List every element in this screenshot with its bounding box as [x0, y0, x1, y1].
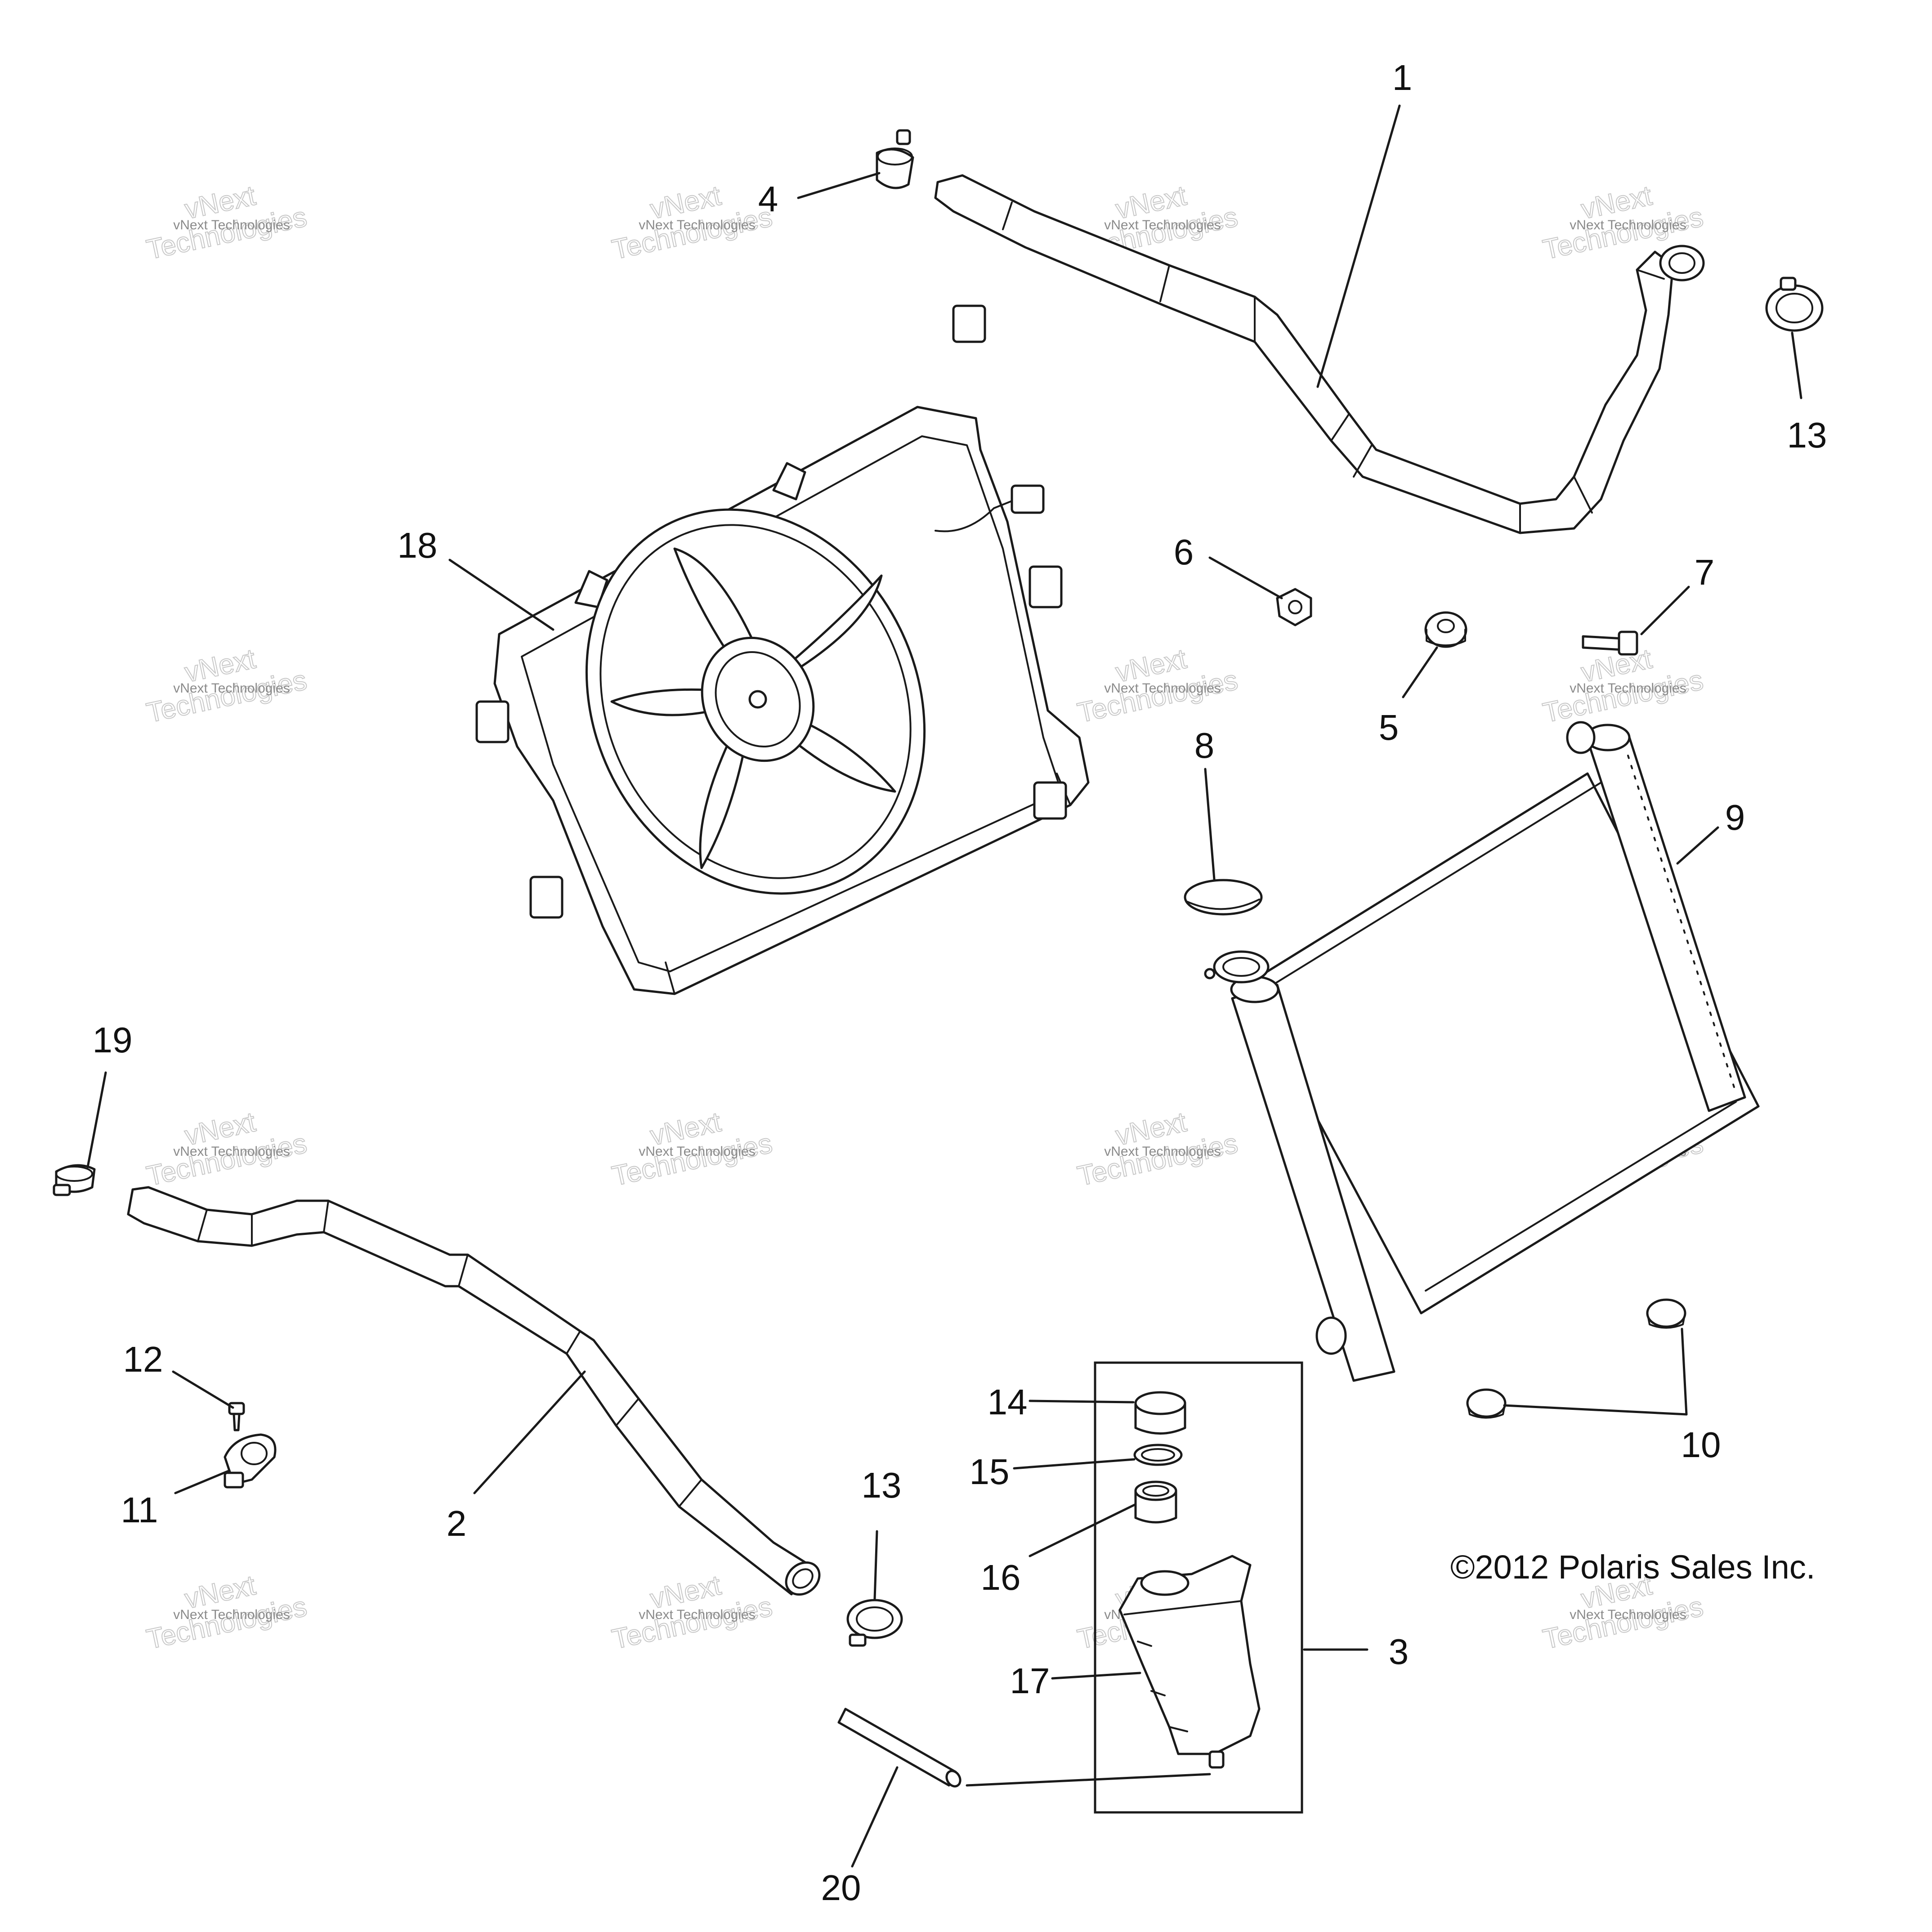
reservoir-kit-frame — [1094, 1361, 1303, 1814]
callout-20: 20 — [821, 1868, 861, 1908]
upper-coolant-hose — [934, 174, 1705, 534]
callout-6: 6 — [1174, 532, 1194, 572]
watermark-text: vNext Technologies — [1570, 1607, 1686, 1622]
callout-13-upper: 13 — [1787, 415, 1827, 455]
leader-lines — [86, 104, 1802, 1868]
o-ring-15 — [1133, 1444, 1183, 1466]
clamp-19 — [53, 1164, 96, 1196]
watermark-text: vNext Technologies — [173, 681, 290, 696]
callout-7: 7 — [1695, 552, 1715, 592]
callout-11: 11 — [121, 1490, 158, 1530]
bolt-7 — [1582, 631, 1638, 656]
callout-19: 19 — [93, 1020, 133, 1060]
watermark-text: vNext Technologies — [1104, 218, 1221, 233]
watermark-text: vNext Technologies — [639, 1144, 756, 1159]
callout-16: 16 — [981, 1557, 1021, 1597]
bushing-16 — [1134, 1480, 1177, 1524]
callout-3: 3 — [1389, 1632, 1409, 1672]
grommets-10 — [1466, 1298, 1686, 1419]
callout-13-lower: 13 — [862, 1465, 902, 1505]
p-clamp-11 — [224, 1433, 277, 1489]
reservoir-tank-17 — [1118, 1555, 1261, 1769]
hose-clamp-13-lower — [846, 1599, 903, 1647]
callout-18: 18 — [398, 525, 438, 565]
callout-17: 17 — [1010, 1661, 1050, 1701]
watermark-text: vNext Technologies — [1570, 218, 1686, 233]
radiator-9 — [1204, 721, 1760, 1382]
callout-8: 8 — [1194, 725, 1215, 765]
callout-10: 10 — [1681, 1425, 1721, 1465]
watermark-text: vNext Technologies — [639, 218, 756, 233]
watermark-text: vNext Technologies — [1104, 1144, 1221, 1159]
fan-connector-plug — [1011, 484, 1045, 514]
callout-12: 12 — [123, 1339, 163, 1379]
hose-end-opening — [1659, 245, 1705, 282]
callout-14: 14 — [988, 1382, 1028, 1422]
callout-15: 15 — [970, 1452, 1010, 1492]
callout-2: 2 — [447, 1503, 467, 1543]
nut-6 — [1276, 588, 1312, 626]
lower-coolant-hose — [127, 1186, 821, 1596]
watermark-text: vNext Technologies — [1570, 681, 1686, 696]
watermark-text: vNext Technologies — [173, 1144, 290, 1159]
screw-12 — [228, 1402, 245, 1431]
reservoir-cap-14 — [1134, 1391, 1186, 1435]
overflow-tube-20 — [837, 1708, 962, 1788]
watermark-text: vNext Technologies — [173, 1607, 290, 1622]
callout-9: 9 — [1725, 797, 1745, 837]
radiator-cap-8 — [1184, 879, 1263, 916]
watermark-text: vNext Technologies — [639, 1607, 756, 1622]
hose-clamp-4 — [876, 129, 914, 189]
filler-neck — [1213, 950, 1270, 984]
callout-4: 4 — [758, 179, 778, 219]
watermark-text: vNext Technologies — [1104, 681, 1221, 696]
fan-shroud-assembly — [475, 304, 1090, 995]
watermark-text: vNext Technologies — [173, 218, 290, 233]
callout-1: 1 — [1392, 58, 1413, 98]
callout-5: 5 — [1379, 707, 1399, 747]
copyright-notice: ©2012 Polaris Sales Inc. — [1450, 1548, 1815, 1586]
callout-labels: 1 2 3 4 5 6 7 8 9 10 11 12 13 13 14 15 1… — [93, 58, 1827, 1908]
hose-clamp-13-upper — [1765, 277, 1824, 332]
grommet-5 — [1424, 611, 1467, 648]
